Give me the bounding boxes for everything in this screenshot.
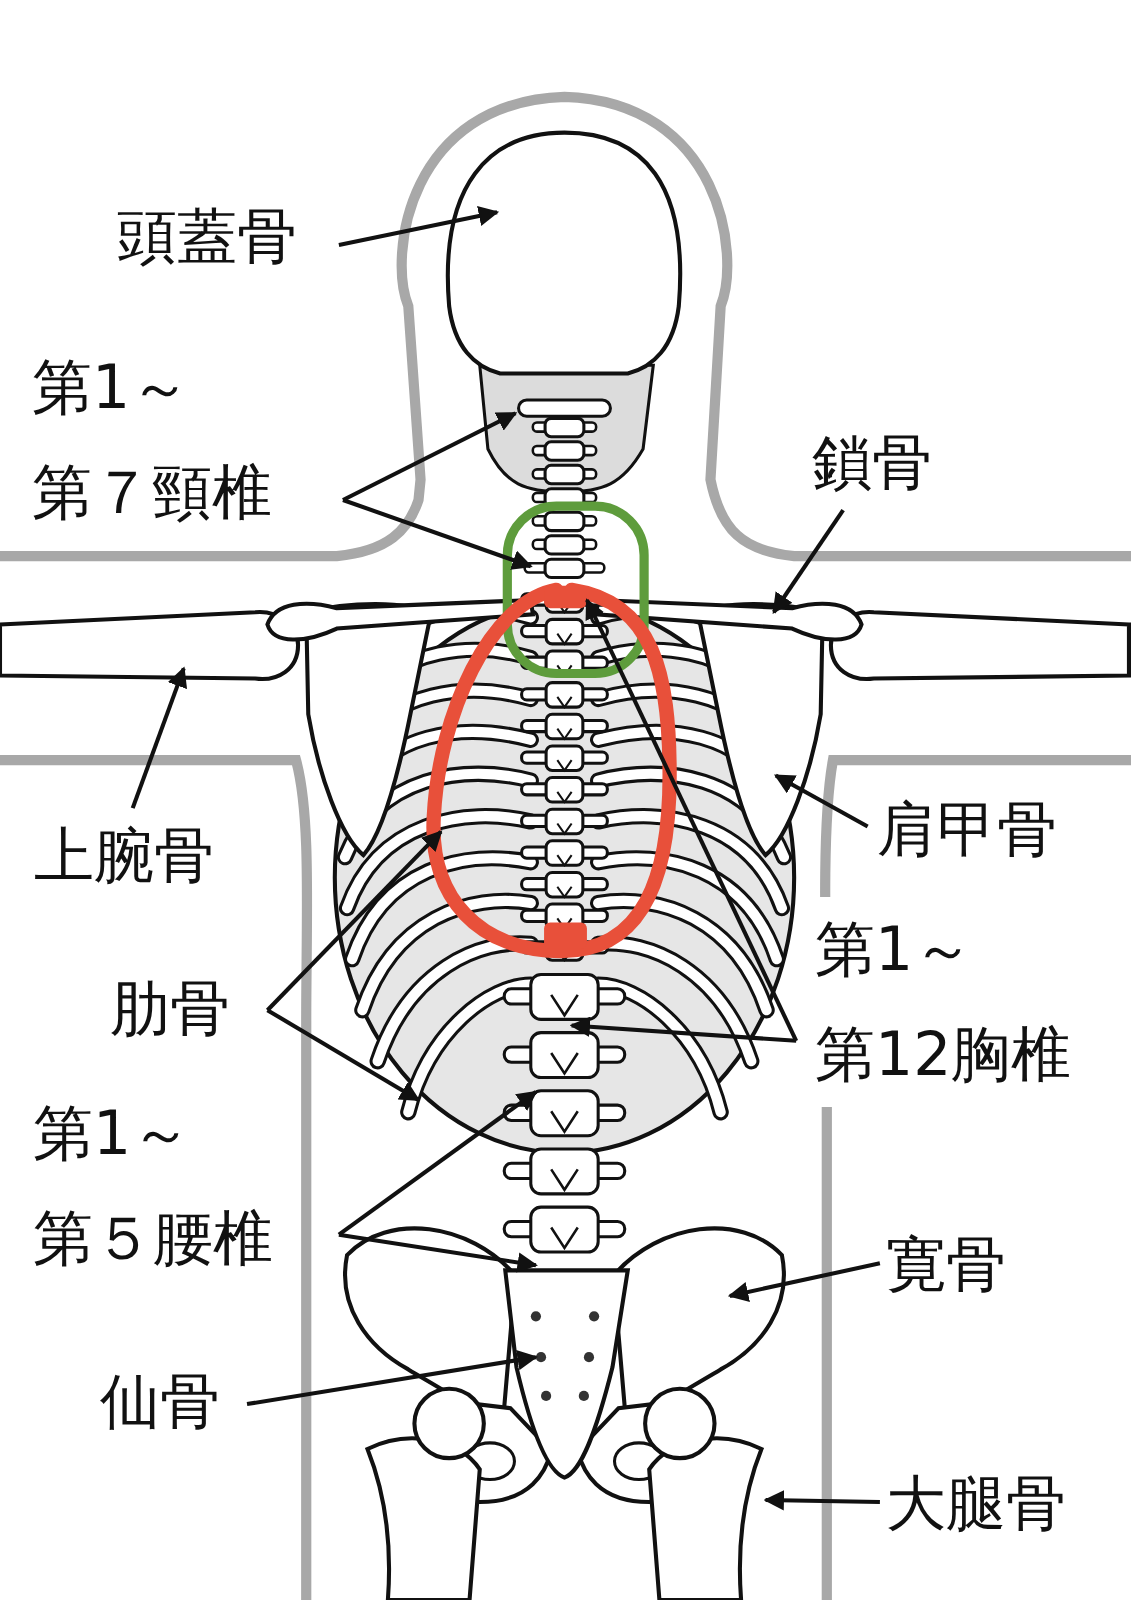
- thoracic-vertebra: [546, 746, 583, 770]
- spinous-process: [557, 792, 571, 802]
- bone-label: 第1～ 第７頸椎: [28, 335, 276, 545]
- atlas: [519, 400, 611, 416]
- cervical-vertebra: [545, 536, 584, 554]
- cervical-vertebra: [545, 465, 584, 483]
- scapula-clavicle: [267, 600, 861, 855]
- thoracic-vertebra: [546, 809, 583, 833]
- spinous-process: [557, 823, 571, 833]
- pelvis-femur: [345, 1228, 784, 1600]
- lumbar-vertebra: [531, 1033, 598, 1078]
- cervical-vertebra: [545, 418, 584, 436]
- cervical-vertebra: [545, 512, 584, 530]
- spinous-process: [557, 634, 571, 644]
- spinous-process: [551, 1169, 578, 1189]
- bone-label: 肩甲骨: [873, 793, 1061, 865]
- spinous-process: [557, 887, 571, 897]
- spine: [504, 400, 624, 1252]
- cervical-vertebra: [545, 559, 584, 577]
- cervical-vertebra: [545, 442, 584, 460]
- lumbar-vertebra: [531, 1149, 598, 1194]
- spinous-process: [551, 1228, 578, 1248]
- thoracic-vertebra: [546, 778, 583, 802]
- bone-label: 第1～ 第５腰椎: [29, 1081, 277, 1291]
- thoracic-vertebra: [546, 683, 583, 707]
- bone-label: 寛骨: [882, 1228, 1010, 1300]
- lumbar-vertebra: [531, 974, 598, 1019]
- thoracic-vertebra: [546, 714, 583, 738]
- spinous-process: [551, 1111, 578, 1131]
- body-outline: [0, 97, 1131, 1600]
- skull: [448, 133, 680, 374]
- bone-label: 上腕骨: [30, 819, 218, 891]
- bone-label: 仙骨: [96, 1365, 224, 1437]
- thoracic-vertebra: [546, 872, 583, 896]
- spinous-process: [551, 1053, 578, 1073]
- lumbar-vertebra: [531, 1207, 598, 1252]
- bone-label: 肋骨: [106, 972, 234, 1044]
- spinous-process: [557, 729, 571, 739]
- thoracic-vertebra: [546, 841, 583, 865]
- bone-label: 鎖骨: [808, 426, 936, 498]
- spinous-process: [551, 995, 578, 1015]
- spinous-process: [557, 697, 571, 707]
- spinous-process: [557, 760, 571, 770]
- jaw-region: [480, 365, 654, 492]
- spinous-process: [557, 855, 571, 865]
- bone-label: 第1～ 第12胸椎: [811, 897, 1075, 1107]
- bone-label: 頭蓋骨: [113, 200, 301, 272]
- highlight-marks: [433, 506, 669, 951]
- bone-label: 大腿骨: [882, 1467, 1070, 1539]
- lumbar-vertebra: [531, 1091, 598, 1136]
- thoracic-vertebra: [546, 619, 583, 643]
- sacrum: [505, 1270, 627, 1477]
